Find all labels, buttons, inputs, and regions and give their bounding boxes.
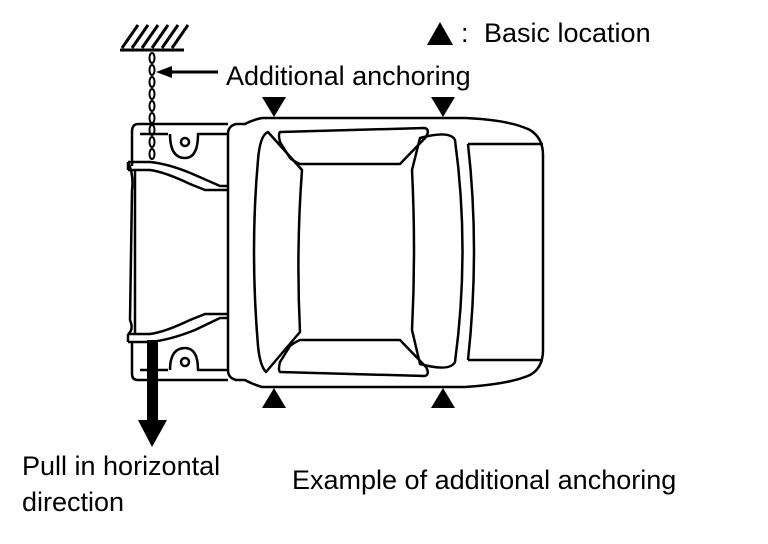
legend-label: Basic location [484, 18, 651, 48]
basic-location-marker-icon [262, 97, 286, 117]
vehicle-front-frame [126, 122, 228, 382]
pull-direction-label-line2: direction [22, 487, 125, 517]
basic-location-marker-icon [262, 388, 286, 408]
basic-location-marker-icon [431, 97, 455, 117]
pull-direction-arrow-icon [138, 340, 167, 447]
diagram-caption: Example of additional anchoring [292, 465, 677, 495]
fixed-anchor-point-icon [120, 24, 190, 52]
vehicle-body [226, 116, 545, 389]
additional-anchoring-label: Additional anchoring [226, 61, 471, 91]
legend-separator: : [461, 18, 469, 48]
pull-direction-label-line1: Pull in horizontal [22, 451, 221, 481]
chain-icon [148, 52, 156, 160]
legend-marker-icon [427, 22, 453, 45]
pointer-arrow-icon [156, 66, 218, 78]
basic-location-markers [262, 22, 455, 408]
basic-location-marker-icon [431, 388, 455, 408]
